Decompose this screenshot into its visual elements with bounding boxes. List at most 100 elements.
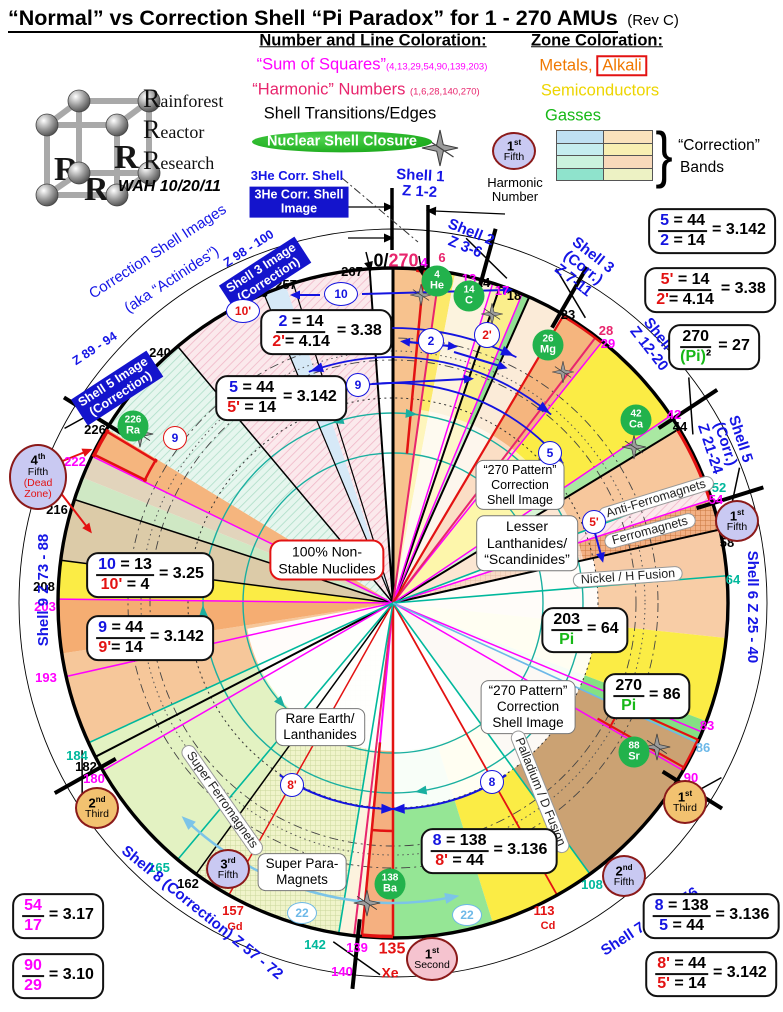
eq-bottom-key: 9': [98, 639, 112, 656]
red-correction-arc: [91, 428, 110, 458]
band-swatch: [557, 131, 603, 143]
arrowhead: [496, 361, 508, 370]
ordinal-number: 1: [506, 137, 515, 153]
rim-number-216: 216: [46, 502, 68, 518]
info-box-line: Lanthanides/: [486, 534, 568, 551]
rainforest-logo-cube: R R R: [35, 89, 161, 208]
band-swatch: [604, 156, 652, 168]
fraction-top: 8 = 138: [652, 897, 711, 917]
sector-wedge: [177, 293, 393, 603]
element-symbol: Ra: [125, 424, 141, 437]
info-box-line: Rare Earth/: [285, 711, 355, 727]
shell-closure-star: [643, 733, 671, 761]
metals-legend: Metals,: [539, 56, 593, 75]
radial-line-amu-193: [65, 602, 394, 678]
harmonic-word: Fifth: [503, 151, 525, 164]
rim-number-42: 42: [666, 407, 682, 423]
eq-result: = 3.142: [712, 221, 766, 239]
transition-tick: [695, 485, 764, 511]
info-box-line: Lanthanides: [283, 727, 357, 742]
fraction-bottom: 5' = 14: [225, 399, 278, 417]
fraction-bottom: 2'= 4.14: [270, 333, 332, 351]
circled-number-9: 9: [163, 426, 187, 450]
arrowhead: [444, 893, 460, 904]
sector-wedge: [106, 346, 393, 603]
arrowhead: [384, 202, 394, 212]
shell-closure-star: [410, 284, 432, 306]
correction-bands-label-2: Bands: [680, 158, 724, 176]
star-cross: [356, 896, 378, 910]
ordinal-number: 2: [615, 862, 623, 878]
element-mass: 42: [630, 408, 642, 420]
harmonic-label: “Harmonic” Numbers: [252, 80, 410, 99]
fraction-bottom: (Pi)²: [678, 348, 713, 366]
eq-result: = 3.38: [336, 322, 382, 340]
radial-line-amu-17: [392, 293, 523, 604]
info-box-line: Shell Image: [486, 492, 553, 507]
blue-annotation: 3He Corr. Shell: [250, 168, 344, 184]
ordinal-suffix: nd: [622, 862, 633, 872]
alkali-legend: Alkali: [596, 55, 648, 77]
eq-top-key: 90: [24, 957, 42, 975]
info-box-line: Super Para-: [265, 856, 339, 872]
eq-result: = 3.136: [493, 841, 548, 859]
zone-pill: Anti-Ferromagnets: [596, 474, 716, 524]
sum-of-squares-label: “Sum of Squares”: [256, 55, 386, 74]
arrowhead: [364, 260, 373, 272]
eq-bottom-rest: = 4.14: [284, 333, 330, 350]
eq-top-rest: = 44: [107, 619, 144, 637]
eq-bottom-key: 17: [24, 917, 42, 934]
harmonic-word: Second: [414, 959, 450, 972]
sector-wedge: [263, 285, 393, 603]
fraction-bottom: 9'= 14: [96, 639, 144, 657]
eq-top-key: 10: [98, 556, 116, 574]
arrow-line: [453, 351, 501, 367]
circled-number-22: 22: [452, 904, 482, 926]
radial-line-amu-184: [88, 602, 394, 744]
shell-label-5: Shell 5(Corr.)Z 21-24: [694, 412, 756, 476]
info-box-line: Lesser: [505, 518, 549, 535]
rim-number-135: 135: [378, 940, 406, 958]
eq-bottom-key: 5: [659, 917, 669, 934]
arrowhead: [400, 337, 411, 347]
eq-top-key: 2: [278, 313, 288, 331]
ordinal-suffix: th: [37, 452, 46, 462]
info-box-line: “Scandinides”: [484, 551, 570, 568]
fraction-bottom: 2 = 14: [658, 232, 707, 250]
eq-top-key: 5: [660, 212, 670, 230]
eq-top-key: 8: [432, 832, 442, 850]
harmonic-ordinal: 3rd: [220, 855, 236, 871]
rim-number-193: 193: [35, 670, 57, 686]
eq-result: = 86: [649, 686, 681, 704]
rim-number-108: 108: [581, 877, 603, 893]
element-symbol: Ca: [628, 418, 644, 431]
rim-number-113: 113: [533, 903, 555, 919]
fraction-top: 2 = 14: [276, 313, 326, 333]
radial-line-amu-216: [74, 498, 394, 604]
page-title: “Normal” vs Correction Shell “Pi Paradox…: [8, 6, 679, 33]
numline-legend-header: Number and Line Coloration:: [259, 31, 487, 50]
rim-number-Cd: Cd: [540, 920, 556, 933]
title-text: “Normal” vs Correction Shell “Pi Paradox…: [8, 6, 618, 33]
arrow-line: [59, 491, 88, 528]
ordinal-suffix: rd: [227, 855, 236, 865]
arrow-line: [59, 451, 86, 463]
radial-line-amu-222.3: [92, 452, 148, 482]
harmonic-numbers: (1,6,28,140,270): [409, 86, 480, 98]
shell-closure-star: [621, 434, 647, 460]
star-cross: [483, 308, 501, 320]
ordinal-number: 1: [424, 945, 433, 961]
eq-result: = 3.142: [282, 388, 337, 406]
